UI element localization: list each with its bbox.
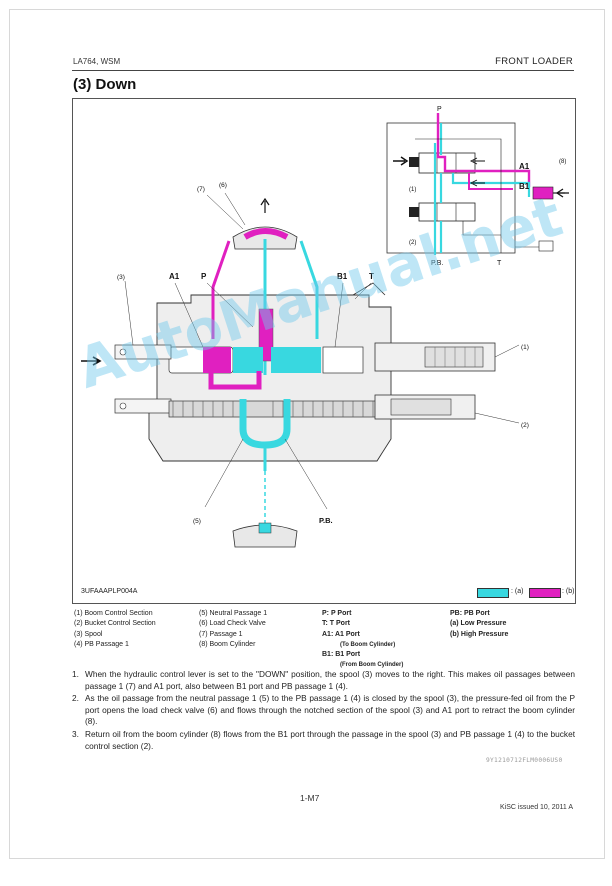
step-text: As the oil passage from the neutral pass… (85, 693, 575, 727)
legend-item: (To Boom Cylinder) (340, 641, 396, 648)
label-t: T (369, 272, 374, 281)
schematic-inset (386, 113, 569, 255)
step-text: Return oil from the boom cylinder (8) fl… (85, 728, 575, 751)
hydraulic-diagram-figure: P A1 B1 P.B. T (1) (2) (8) (72, 98, 576, 604)
step-number: 1. (72, 669, 79, 679)
legend-item: (5) Neutral Passage 1 (199, 610, 268, 617)
schematic-p-label: P (437, 106, 442, 113)
document-id: 9Y1210712FLM0006US0 (486, 757, 563, 764)
step-number: 3. (72, 728, 79, 739)
legend-item: (2) Bucket Control Section (74, 620, 156, 628)
label-a1: A1 (169, 272, 180, 281)
header-section: FRONT LOADER (495, 56, 573, 67)
schematic-t-label: T (497, 260, 502, 267)
legend-item: A1: A1 Port (322, 630, 360, 638)
callout-1-main: (1) (521, 344, 529, 351)
step-2: 2. As the oil passage from the neutral p… (72, 693, 575, 728)
step-number: 2. (72, 693, 79, 704)
schematic-callout-1: (1) (409, 187, 416, 193)
header-model: LA764, WSM (73, 57, 121, 66)
callout-7: (7) (197, 186, 205, 193)
legend-label-b: : (b) (562, 588, 575, 595)
legend-item: P: P Port (322, 610, 352, 617)
legend-item: (1) Boom Control Section (74, 610, 153, 617)
legend-item: (b) High Pressure (450, 630, 509, 638)
header-rule (72, 70, 574, 71)
legend-item: (a) Low Pressure (450, 620, 507, 628)
legend-swatch-high-pressure (529, 588, 561, 598)
valve-cross-section-diagram: P A1 B1 P.B. T (1) (2) (8) (81, 106, 569, 548)
label-p: P (201, 272, 207, 281)
schematic-pb-label: P.B. (431, 260, 443, 267)
callout-leaders (124, 192, 520, 510)
issue-info: KiSC issued 10, 2011 A (499, 804, 573, 811)
legend-column-2: (5) Neutral Passage 1 (6) Load Check Val… (199, 609, 267, 650)
legend-item: (6) Load Check Valve (199, 620, 266, 628)
label-b1: B1 (337, 272, 348, 281)
callout-3: (3) (117, 274, 125, 281)
legend-swatch-low-pressure (477, 588, 509, 598)
page-number: 1-M7 (300, 793, 320, 803)
schematic-a1-label: A1 (519, 162, 530, 171)
legend-label-a: : (a) (511, 588, 524, 595)
step-3: 3. Return oil from the boom cylinder (8)… (72, 729, 575, 752)
legend-column-3: P: P Port T: T Port A1: A1 Port (To Boom… (322, 609, 403, 671)
legend-item: (8) Boom Cylinder (199, 640, 256, 648)
legend-item: PB: PB Port (450, 610, 490, 617)
step-1: 1. When the hydraulic control lever is s… (72, 669, 575, 692)
page-border (9, 9, 605, 859)
schematic-callout-8: (8) (559, 159, 566, 165)
step-text: When the hydraulic control lever is set … (85, 669, 575, 691)
legend-item: B1: B1 Port (322, 651, 361, 659)
legend-item: (3) Spool (74, 630, 103, 638)
legend-item: (From Boom Cylinder) (340, 662, 404, 669)
schematic-callout-2: (2) (409, 240, 416, 246)
schematic-b1-label: B1 (519, 182, 530, 191)
legend-item: (7) Passage 1 (199, 630, 243, 638)
label-pb: P.B. (319, 516, 333, 525)
legend-column-4: PB: PB Port (a) Low Pressure (b) High Pr… (450, 609, 508, 640)
figure-code: 3UFAAAPLP004A (81, 588, 138, 595)
callout-2-main: (2) (521, 422, 529, 429)
legend-column-1: (1) Boom Control Section (2) Bucket Cont… (74, 609, 156, 650)
section-title: (3) Down (73, 76, 137, 93)
procedure-steps: 1. When the hydraulic control lever is s… (72, 669, 575, 753)
legend-item: (4) PB Passage 1 (74, 640, 129, 648)
legend-item: T: T Port (322, 620, 350, 628)
callout-5: (5) (193, 518, 201, 525)
valve-body (81, 197, 496, 548)
callout-6: (6) (219, 182, 227, 189)
